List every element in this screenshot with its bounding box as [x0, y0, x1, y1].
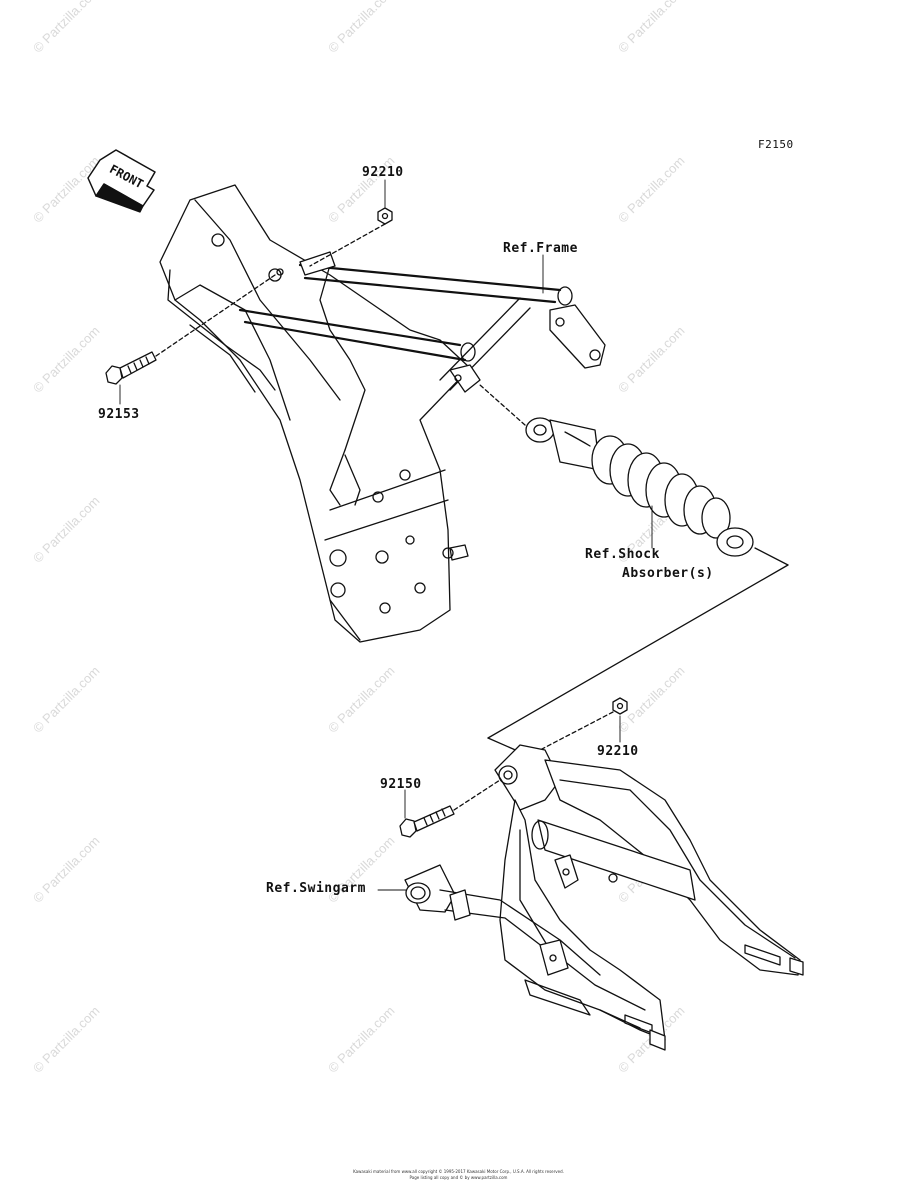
- copyright-line-2: Page listing all copy and © by www.partz…: [409, 1175, 508, 1180]
- swingarm-assembly: [404, 744, 804, 1051]
- ref-shock-label: Ref.Shock: [585, 547, 660, 562]
- part-label-92153: 92153: [98, 407, 140, 422]
- part-label-92210-lower: 92210: [597, 744, 639, 759]
- copyright-line-1: Kawasaki material from www.all copyright…: [353, 1169, 564, 1174]
- front-arrow-icon: FRONT: [87, 149, 156, 213]
- ref-swingarm-label: Ref.Swingarm: [266, 881, 366, 896]
- bolt-92150: [399, 779, 501, 838]
- part-label-92150: 92150: [380, 777, 422, 792]
- bolt-92153: [105, 274, 276, 385]
- nut-92210-upper: [309, 207, 393, 267]
- leader-lines: [119, 179, 653, 891]
- nut-92210-lower: [539, 697, 628, 751]
- part-label-92210-upper: 92210: [362, 165, 404, 180]
- frame-assembly: [159, 184, 606, 643]
- figure-number: F2150: [758, 138, 794, 151]
- shock-absorber: [479, 384, 789, 753]
- ref-frame-label: Ref.Frame: [503, 241, 578, 256]
- ref-shock-label-line2: Absorber(s): [622, 566, 714, 581]
